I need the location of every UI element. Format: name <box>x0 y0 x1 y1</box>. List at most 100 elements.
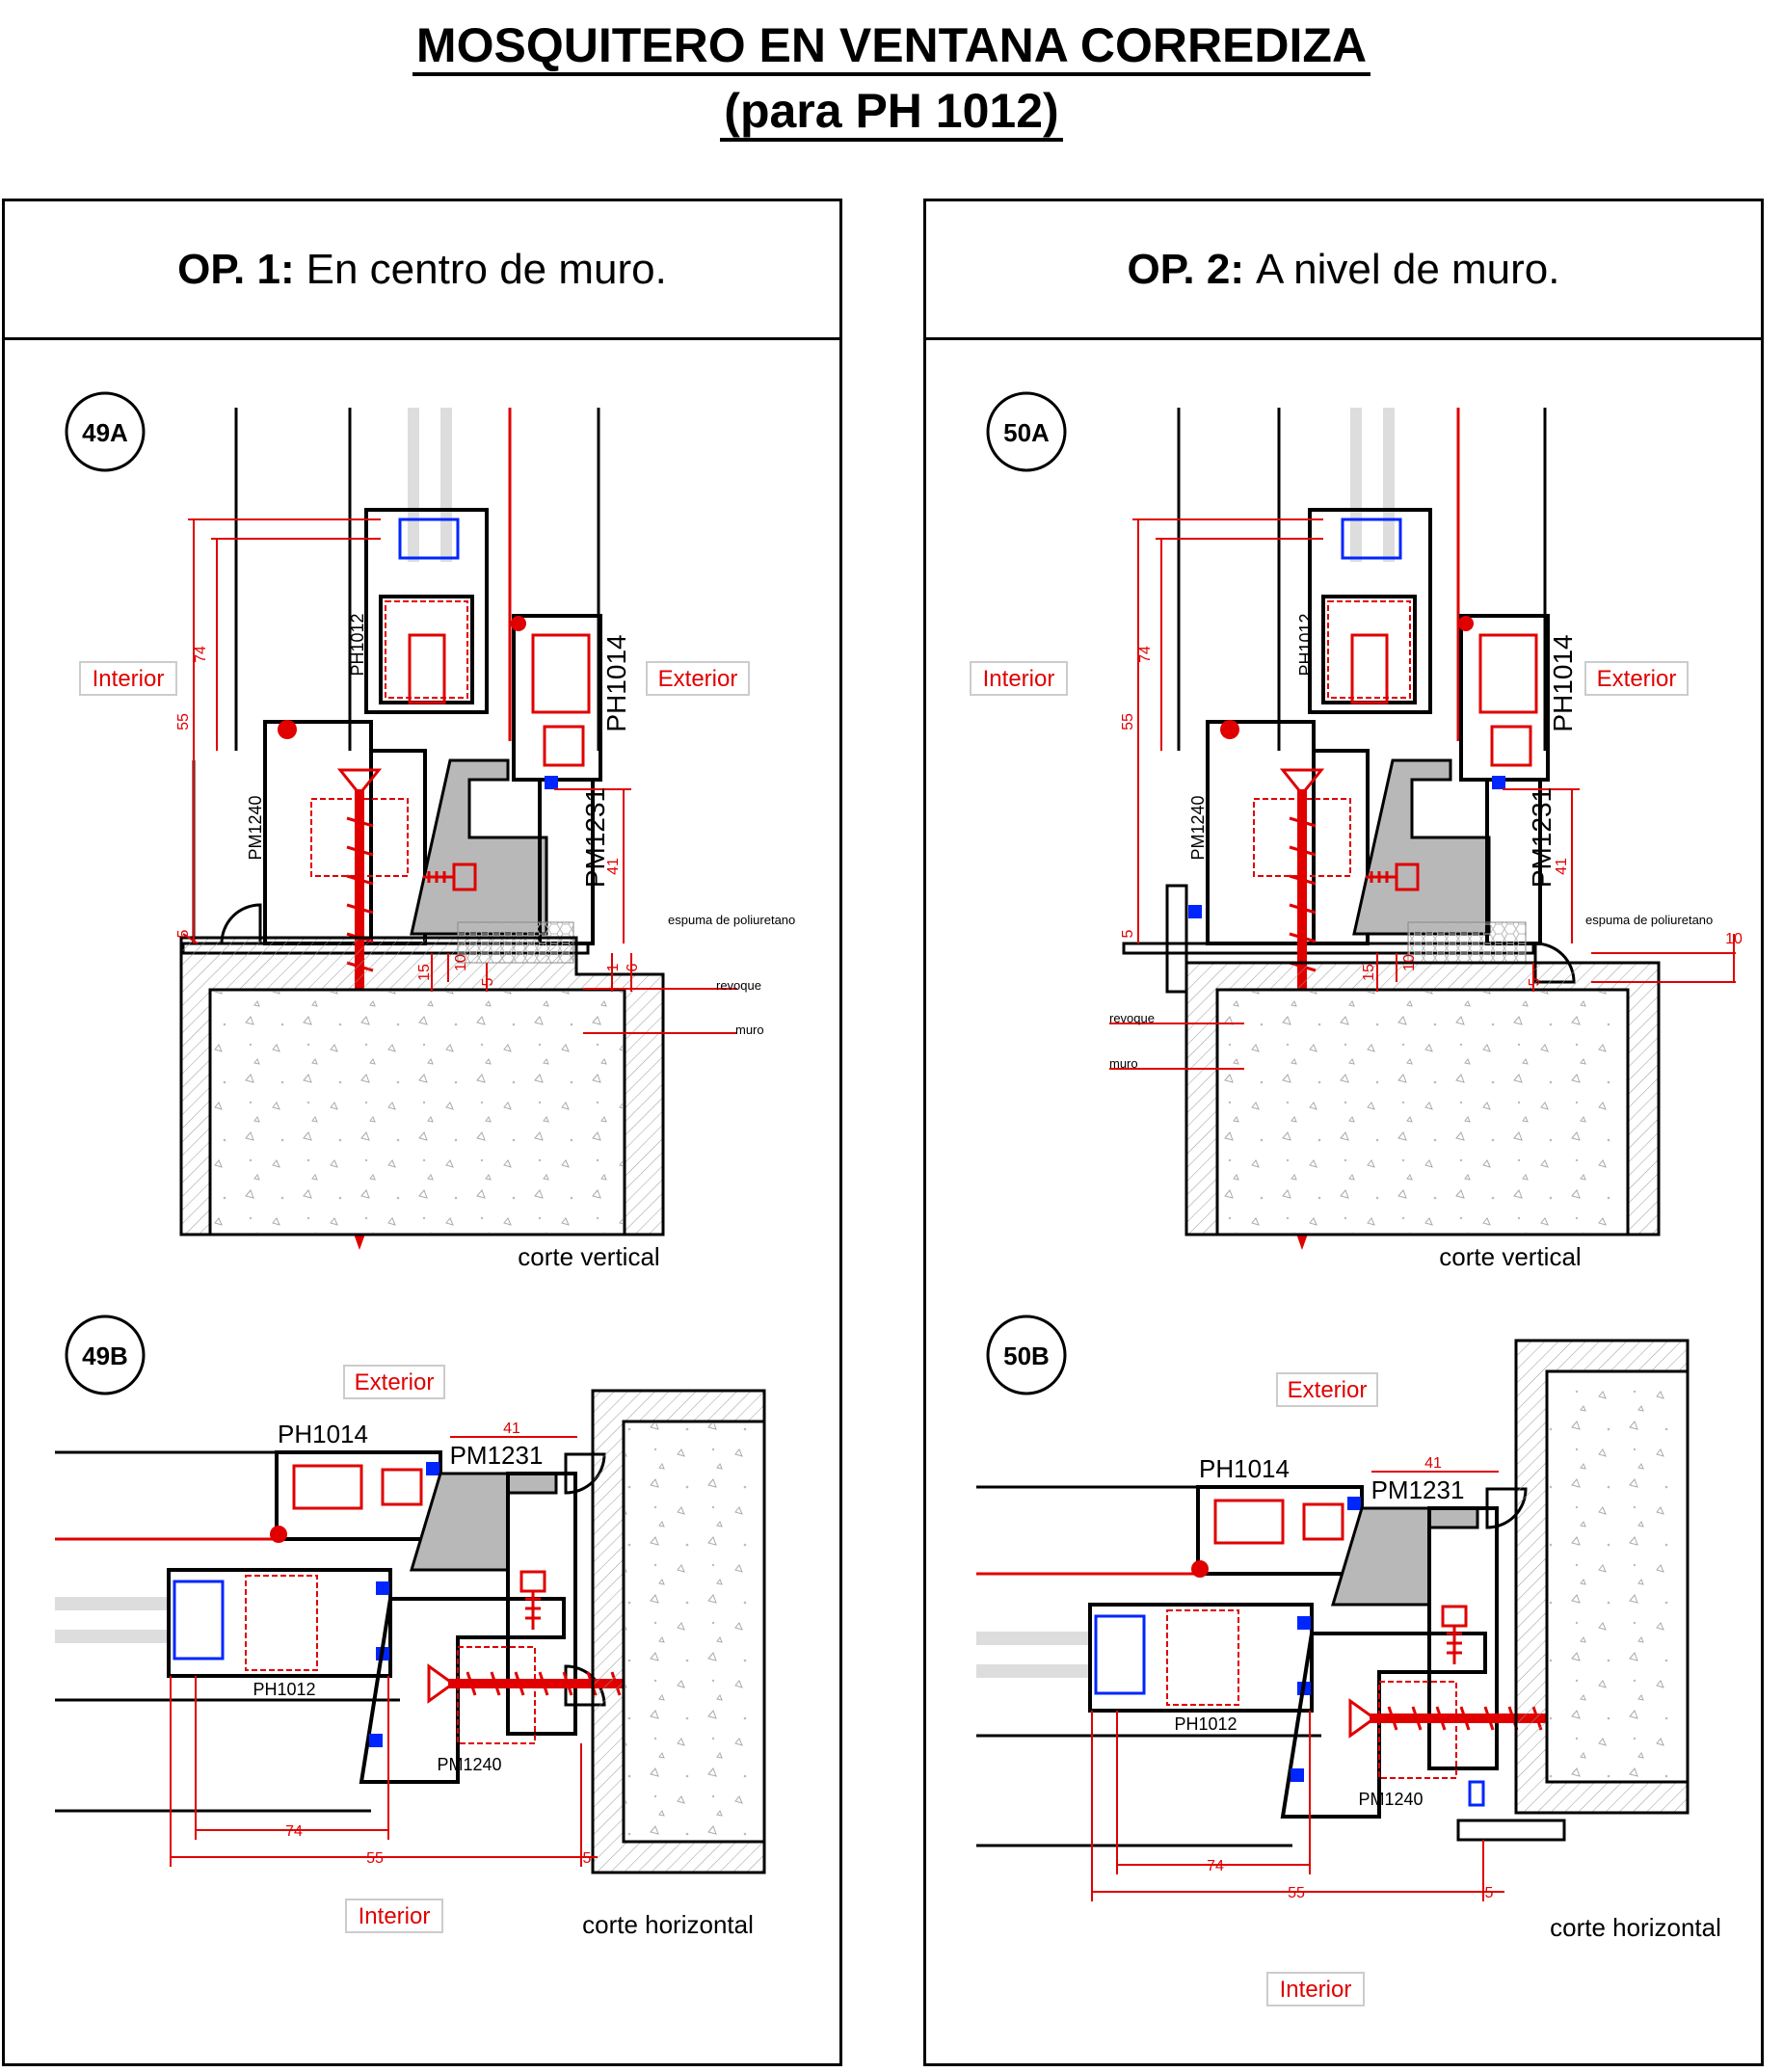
seal-ph1014-50a <box>1458 616 1474 631</box>
dim-5-49b: 5 <box>583 1850 592 1867</box>
op1-label: OP. 1: <box>177 245 295 293</box>
infill-49a <box>410 758 548 936</box>
seal-ph1012-a-50b <box>1297 1616 1311 1630</box>
glass-pane-49a-2 <box>440 408 452 562</box>
dim-74-50a: 74 <box>1137 646 1154 663</box>
dim-lines-50b <box>1091 1471 1504 1901</box>
dim-5-50a: 5 <box>1120 929 1136 938</box>
label-ph1012-50a: PH1012 <box>1296 613 1316 676</box>
core-ph1014-50b <box>1302 1502 1344 1541</box>
badge-50a: 50A <box>1003 418 1050 447</box>
badge-50b-circle <box>986 1315 1067 1395</box>
glass-pane-50b-1 <box>976 1632 1092 1645</box>
exterior-label-49a: Exterior <box>658 666 738 692</box>
dim-41-49a: 41 <box>605 858 622 875</box>
dim-55-50b: 55 <box>1288 1885 1305 1901</box>
frame-lines-50a <box>1177 408 1547 751</box>
wall-texture-50a <box>1219 992 1626 1233</box>
left-trim-49a <box>220 903 262 945</box>
dim-15-50a: 15 <box>1361 964 1377 981</box>
exterior-box-49b <box>343 1365 445 1399</box>
seal-pm1231-49b <box>426 1462 439 1475</box>
reinforcement-ph1014-49a <box>531 633 591 714</box>
dim-41-49b: 41 <box>503 1421 520 1437</box>
op2-text: A nivel de muro. <box>1255 245 1560 293</box>
dim-55-49a: 55 <box>175 713 192 731</box>
seal-pm1240-49b <box>369 1734 383 1747</box>
seal-cover-50b <box>1468 1780 1485 1807</box>
exterior-label-49b: Exterior <box>355 1369 435 1395</box>
caption-50b: corte horizontal <box>1550 1913 1721 1942</box>
glazing-bead-49b <box>173 1580 225 1660</box>
label-wall-49a: muro <box>735 1023 764 1037</box>
dim-74-49a: 74 <box>193 646 209 663</box>
reinforcement-ph1012-50a <box>1327 600 1411 699</box>
wall-texture-49b <box>625 1423 762 1840</box>
reinforcement-ph1012-49b <box>245 1575 318 1671</box>
label-pm1240-50b: PM1240 <box>1358 1790 1423 1809</box>
label-ph1014-50a: PH1014 <box>1548 634 1578 731</box>
dim-lines-49b <box>170 1436 598 1867</box>
dim-55-49b: 55 <box>366 1850 384 1867</box>
section-50b: 50B Exterior <box>976 1315 1721 2006</box>
panel-op2-drawing: 50A <box>970 391 1743 2006</box>
reinforcement-pm1240-49b <box>457 1646 536 1744</box>
dim-41-50a: 41 <box>1554 858 1570 875</box>
title-text-1: MOSQUITERO EN VENTANA CORREDIZA <box>412 18 1371 76</box>
panel-op2: OP. 2: A nivel de muro. 50A <box>923 199 1764 2066</box>
caption-49a: corte vertical <box>518 1242 659 1271</box>
interior-label-49b: Interior <box>359 1903 431 1929</box>
glass-pane-49b-1 <box>55 1597 171 1610</box>
label-foam-50a: espuma de poliuretano <box>1585 913 1713 927</box>
glass-pane-49b-2 <box>55 1630 171 1643</box>
label-pm1240-50a: PM1240 <box>1188 795 1208 860</box>
dim-74-50b: 74 <box>1207 1858 1224 1874</box>
seal-pm1231-49a <box>545 776 558 789</box>
dim-10-50a: 10 <box>1401 954 1418 971</box>
label-ph1014-49a: PH1014 <box>601 634 631 731</box>
panel-op1-header: OP. 1: En centro de muro. <box>5 201 839 340</box>
side-screw-50b <box>1441 1605 1468 1628</box>
side-screw-49b <box>519 1570 546 1593</box>
interior-box-50a <box>970 661 1068 696</box>
panel-op1-drawing: 49A <box>55 391 795 1939</box>
badge-50b: 50B <box>1003 1341 1050 1370</box>
infill-50b <box>1330 1506 1479 1607</box>
core-ph1014-50a <box>1490 725 1532 767</box>
interior-box-50b <box>1266 1972 1365 2006</box>
seal-ph1014-49b <box>270 1526 287 1543</box>
core-ph1012-49a <box>408 633 446 704</box>
profile-pm1231-50b <box>1427 1506 1499 1770</box>
seal-ph1012-a-49b <box>376 1581 389 1595</box>
panel-op1: OP. 1: En centro de muro. 49A <box>2 199 842 2066</box>
label-pm1240-49b: PM1240 <box>437 1755 501 1774</box>
profile-ph1012-50a <box>1308 508 1432 714</box>
infill-49b <box>409 1472 558 1572</box>
dim-5-49a: 5 <box>175 929 192 938</box>
profile-pm1240-50b <box>1280 1632 1487 1819</box>
caption-49b: corte horizontal <box>582 1910 754 1939</box>
label-pm1231-50a: PM1231 <box>1527 787 1557 888</box>
wall-texture-50b <box>1549 1373 1686 1780</box>
interior-box-49a <box>79 661 177 696</box>
seal-ph1014-50b <box>1191 1560 1209 1578</box>
reinforcement-ph1014-50b <box>1213 1499 1285 1545</box>
seal-pm1231-50a <box>1492 776 1505 789</box>
badge-49b-circle <box>65 1315 146 1395</box>
profile-ph1014-50a <box>1459 614 1550 782</box>
label-ph1014-50b: PH1014 <box>1199 1454 1290 1483</box>
dim-lines-50a <box>1109 518 1736 1070</box>
exterior-box-49a <box>646 661 750 696</box>
foam-50a <box>1407 921 1527 964</box>
side-screw-thread-49a <box>423 871 454 883</box>
infill-50a <box>1352 758 1491 936</box>
badge-50a-circle <box>986 391 1067 472</box>
core-ph1014-49a <box>543 725 585 767</box>
exterior-box-50b <box>1276 1372 1378 1407</box>
caption-50a: corte vertical <box>1439 1242 1581 1271</box>
cover-strip-50b <box>1456 1819 1566 1842</box>
badge-49a: 49A <box>82 418 128 447</box>
section-50a: 50A <box>970 391 1743 1271</box>
dim-5-50b: 5 <box>1485 1885 1494 1901</box>
core-ph1014-49b <box>381 1468 423 1506</box>
